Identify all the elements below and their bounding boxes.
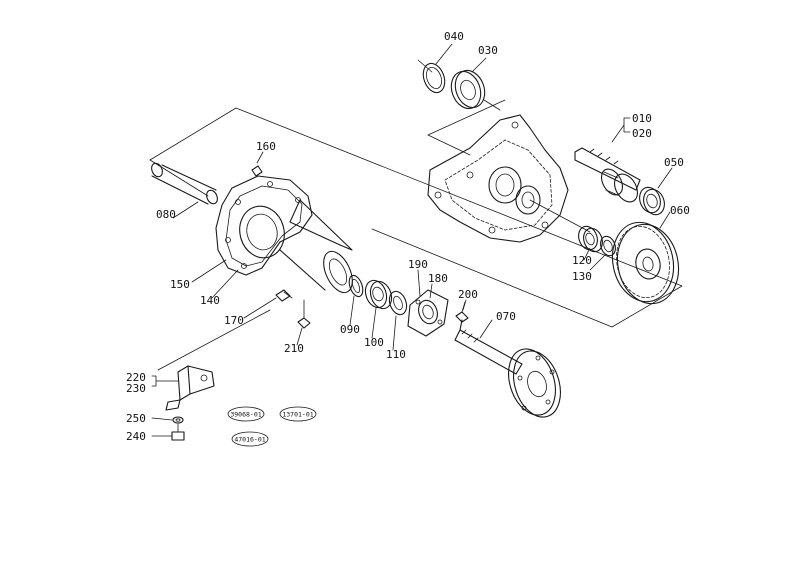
pipe-080 <box>151 162 218 205</box>
label-170: 170 <box>224 314 244 327</box>
axle-housing-140-150 <box>215 175 353 294</box>
label-020: 020 <box>632 127 652 140</box>
label-200: 200 <box>458 288 478 301</box>
label-120: 120 <box>572 254 592 267</box>
plug-210 <box>297 299 311 329</box>
ring-090 <box>348 274 364 298</box>
label-030: 030 <box>478 44 498 57</box>
label-210: 210 <box>284 342 304 355</box>
label-160: 160 <box>256 140 276 153</box>
label-230: 230 <box>126 382 146 395</box>
gear-case <box>427 114 591 243</box>
bracket-220-230 <box>157 309 271 411</box>
label-070: 070 <box>496 310 516 323</box>
label-100: 100 <box>364 336 384 349</box>
label-110: 110 <box>386 348 406 361</box>
label-050: 050 <box>664 156 684 169</box>
label-080: 080 <box>156 208 176 221</box>
gear-060 <box>611 221 680 305</box>
retainer-180-190 <box>407 289 449 337</box>
label-240: 240 <box>126 430 146 443</box>
shaft-010-020 <box>574 147 641 203</box>
bolt-240 <box>171 423 185 441</box>
bearing-120 <box>578 225 603 253</box>
serial-tags: 39068-01 13701-01 47016-01 <box>227 406 317 447</box>
leader-lines <box>151 43 673 437</box>
bearing-050 <box>639 186 665 216</box>
snap-ring-040 <box>417 59 446 94</box>
label-150: 150 <box>170 278 190 291</box>
serial-tag-3: 47016-01 <box>234 436 265 444</box>
serial-tag-oval-1 <box>227 406 265 422</box>
seal-110 <box>388 290 408 316</box>
label-090: 090 <box>340 323 360 336</box>
bearing-100 <box>364 279 393 310</box>
label-220: 220 <box>126 371 146 384</box>
bolt-200 <box>455 301 469 331</box>
axle-shaft-070 <box>454 329 561 418</box>
label-250: 250 <box>126 412 146 425</box>
bearing-030 <box>450 69 501 111</box>
serial-tag-oval-3 <box>231 431 269 447</box>
serial-tag-oval-2 <box>279 406 317 422</box>
label-140: 140 <box>200 294 220 307</box>
label-190: 190 <box>408 258 428 271</box>
serial-tag-1: 39068-01 <box>230 411 261 419</box>
label-130: 130 <box>572 270 592 283</box>
label-180: 180 <box>428 272 448 285</box>
serial-tag-2: 13701-01 <box>282 411 313 419</box>
label-060: 060 <box>670 204 690 217</box>
label-010: 010 <box>632 112 652 125</box>
label-040: 040 <box>444 30 464 43</box>
plug-160 <box>251 151 264 177</box>
ring-130 <box>600 235 616 257</box>
part-labels: 040 030 010 020 050 060 120 130 160 080 … <box>126 30 690 443</box>
bolt-170 <box>275 289 293 302</box>
washer-250 <box>172 416 184 424</box>
